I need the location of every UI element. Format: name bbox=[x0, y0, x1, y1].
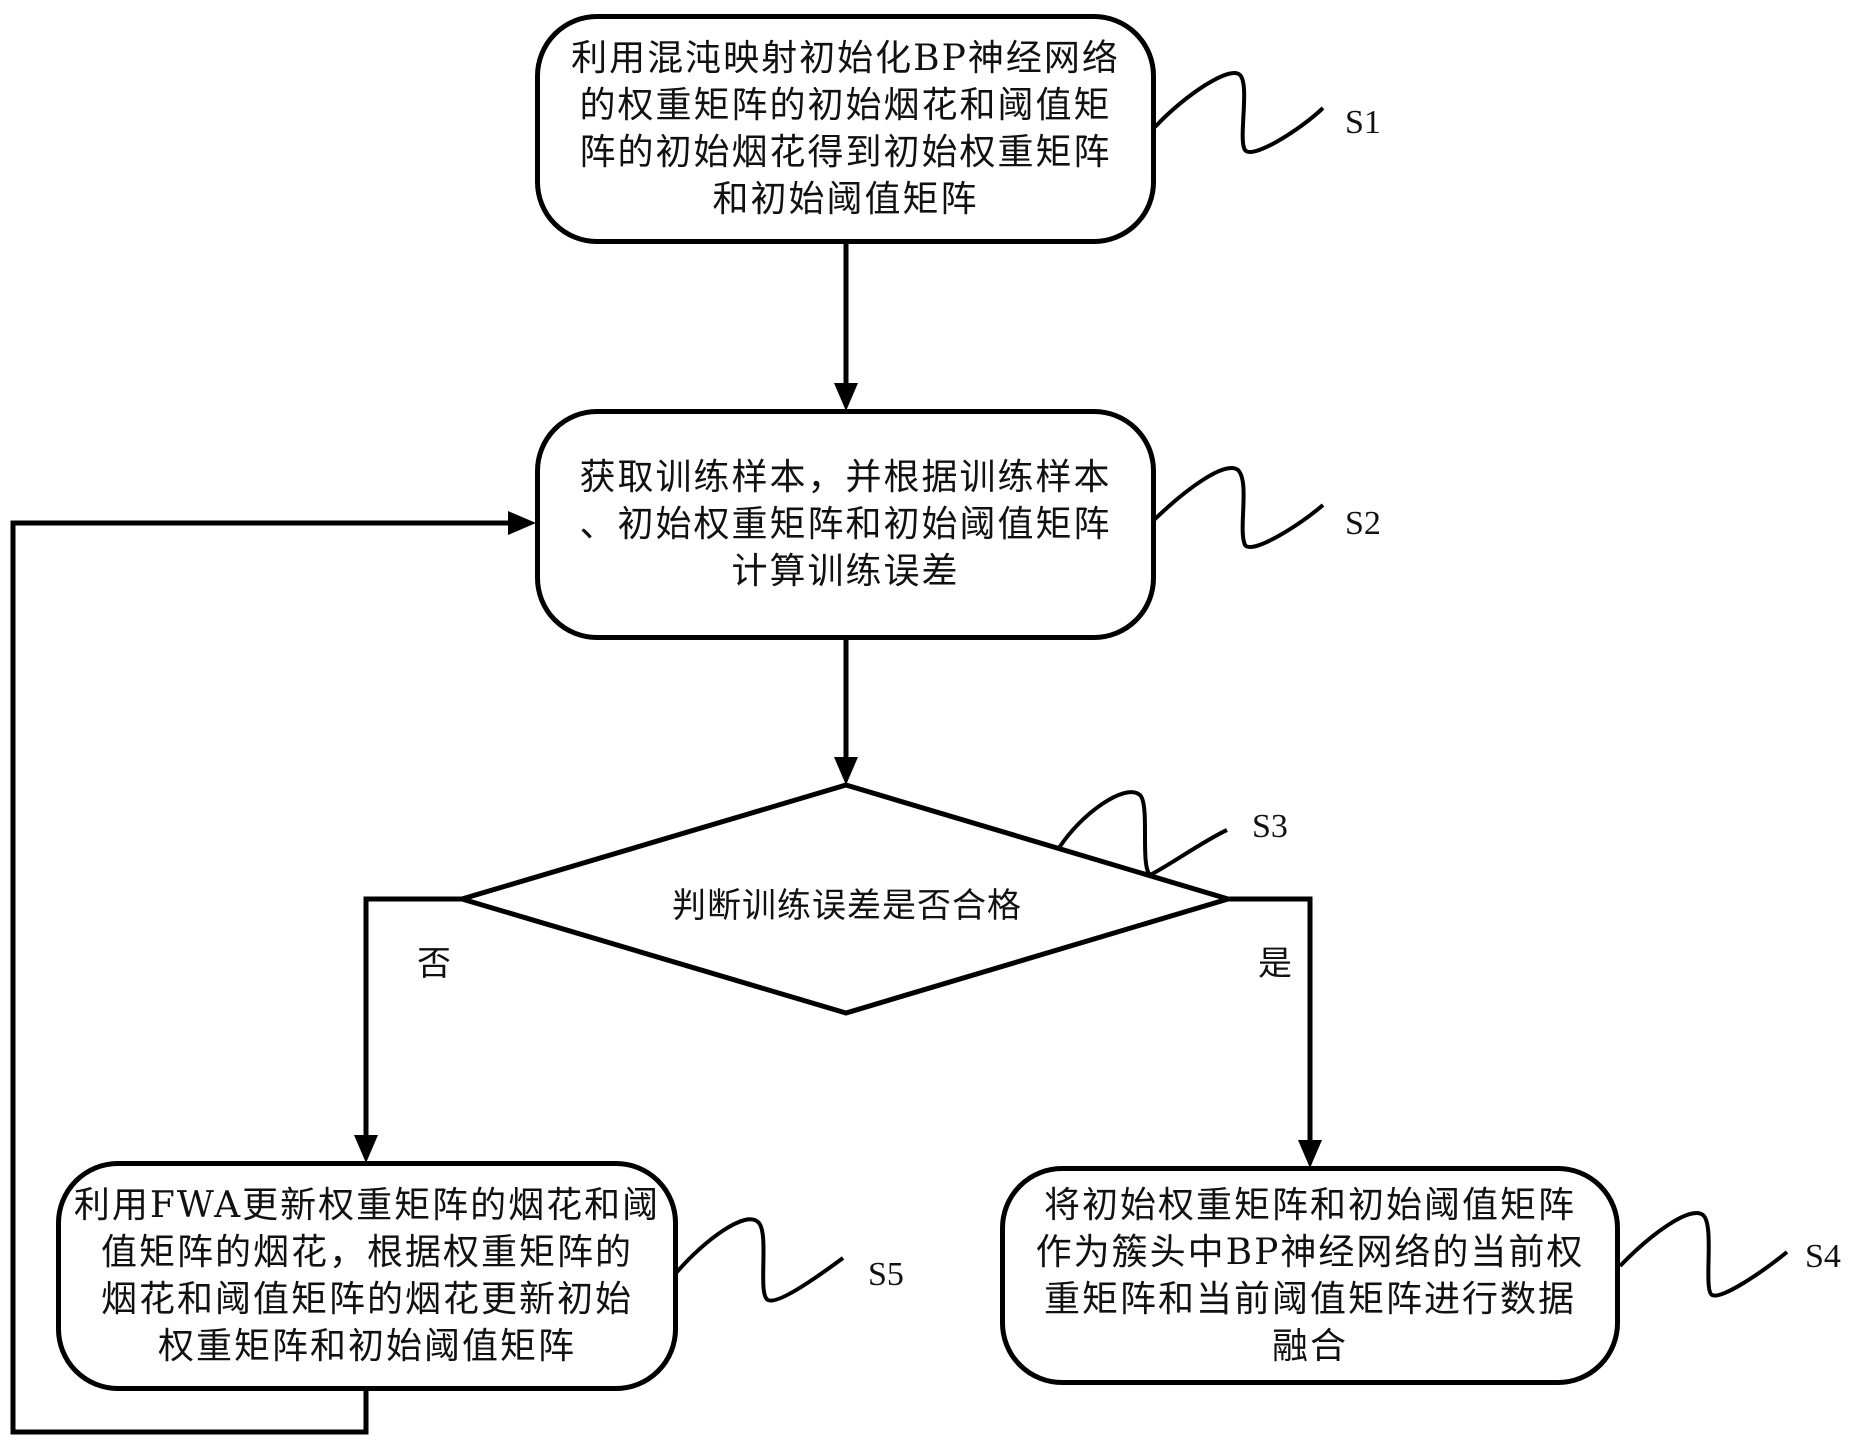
step-s5-box: 利用FWA更新权重矩阵的烟花和阈 值矩阵的烟花，根据权重矩阵的 烟花和阈值矩阵的… bbox=[56, 1161, 678, 1391]
step-s2-text: 获取训练样本，并根据训练样本 、初始权重矩阵和初始阈值矩阵 计算训练误差 bbox=[579, 457, 1112, 592]
branch-label-no: 否 bbox=[417, 944, 451, 984]
arrowhead-s3 bbox=[834, 757, 858, 785]
arrowhead-s2 bbox=[834, 383, 858, 411]
step-s4-box: 将初始权重矩阵和初始阈值矩阵 作为簇头中BP神经网络的当前权 重矩阵和当前阈值矩… bbox=[1000, 1166, 1620, 1385]
leader-s4 bbox=[1618, 1211, 1789, 1298]
step-s3-text: 判断训练误差是否合格 bbox=[672, 886, 1022, 926]
step-label-s1: S1 bbox=[1345, 104, 1381, 141]
step-s1-text: 利用混沌映射初始化BP神经网络 的权重矩阵的初始烟花和阈值矩 阵的初始烟花得到初… bbox=[571, 38, 1120, 220]
step-label-s2: S2 bbox=[1345, 505, 1381, 542]
loop-back-line bbox=[10, 520, 528, 1435]
step-label-s5: S5 bbox=[868, 1256, 904, 1293]
arrowhead-s5 bbox=[354, 1135, 378, 1163]
no-branch-line bbox=[363, 896, 462, 1156]
step-s5-text: 利用FWA更新权重矩阵的烟花和阈 值矩阵的烟花，根据权重矩阵的 烟花和阈值矩阵的… bbox=[73, 1185, 661, 1367]
step-label-s3: S3 bbox=[1252, 808, 1288, 845]
leader-s5 bbox=[674, 1217, 845, 1303]
leader-s1 bbox=[1153, 71, 1325, 154]
step-s1-box: 利用混沌映射初始化BP神经网络 的权重矩阵的初始烟花和阈值矩 阵的初始烟花得到初… bbox=[535, 14, 1156, 244]
leader-s3 bbox=[1057, 790, 1228, 878]
leader-s2 bbox=[1152, 466, 1325, 549]
branch-label-yes: 是 bbox=[1258, 944, 1292, 984]
step-s4-text: 将初始权重矩阵和初始阈值矩阵 作为簇头中BP神经网络的当前权 重矩阵和当前阈值矩… bbox=[1035, 1184, 1585, 1367]
yes-branch-line bbox=[1228, 896, 1313, 1160]
step-label-s4: S4 bbox=[1805, 1238, 1841, 1275]
arrowhead-loop bbox=[508, 511, 536, 535]
decision-diamond bbox=[453, 782, 1237, 1016]
step-s2-box: 获取训练样本，并根据训练样本 、初始权重矩阵和初始阈值矩阵 计算训练误差 bbox=[535, 409, 1156, 640]
arrowhead-s4 bbox=[1298, 1140, 1322, 1168]
